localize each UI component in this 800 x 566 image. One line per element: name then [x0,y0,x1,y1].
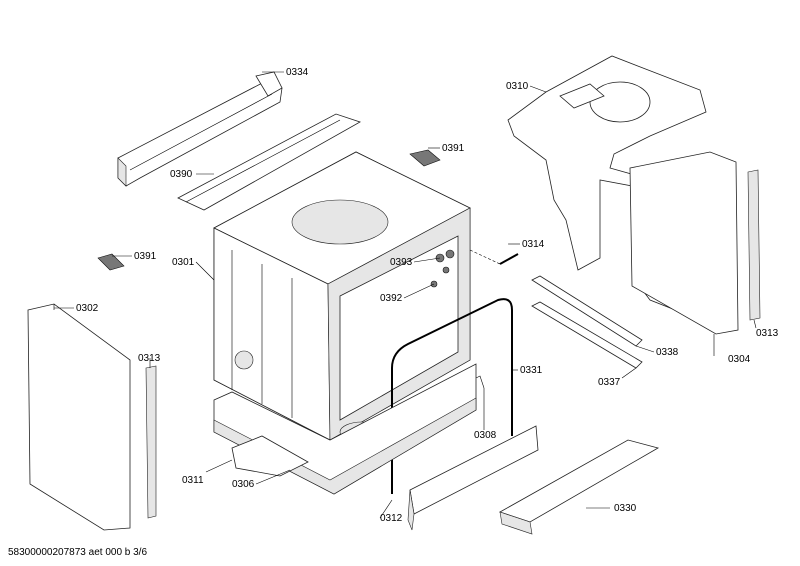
label-0334: 0334 [286,67,309,78]
part-0331-gasket [391,298,513,494]
part-0314-rod [469,249,519,265]
part-0334-top-rail [117,71,283,187]
part-0302-side-panel [27,303,131,531]
label-0337: 0337 [598,377,621,388]
part-0311-base-plate [231,435,309,477]
part-0301-tub [213,151,471,443]
part-0304-right-panel [629,151,739,335]
label-0338: 0338 [656,347,679,358]
label-0390: 0390 [170,169,193,180]
label-0313-left: 0313 [138,353,161,364]
label-0304: 0304 [728,354,751,365]
leader-lines [54,71,757,519]
label-0301: 0301 [172,257,195,268]
part-0390-top-strip [177,113,361,211]
label-0331: 0331 [520,365,543,376]
part-0391-clip-lower [97,253,125,271]
part-0312-kick-panel [407,425,539,531]
part-0338-rail [531,275,643,347]
label-0391-upper: 0391 [442,143,465,154]
label-0308: 0308 [474,430,497,441]
label-0310: 0310 [506,81,529,92]
part-0313-seal-right [747,169,761,321]
part-0391-clip-upper [409,149,441,167]
label-0392: 0392 [380,293,403,304]
label-0312: 0312 [380,513,403,524]
part-0313-seal-left [145,365,157,519]
document-id-footer: 58300000207873 aet 000 b 3/6 [8,547,148,558]
label-0391-lower: 0391 [134,251,157,262]
label-0313-right: 0313 [756,328,779,339]
label-0302: 0302 [76,303,99,314]
part-0330-plinth [499,439,660,535]
label-0393: 0393 [390,257,413,268]
label-0306: 0306 [232,479,255,490]
label-0311: 0311 [182,475,204,486]
part-0337-rail [531,301,643,369]
label-0314: 0314 [522,239,545,250]
label-0330: 0330 [614,503,637,514]
